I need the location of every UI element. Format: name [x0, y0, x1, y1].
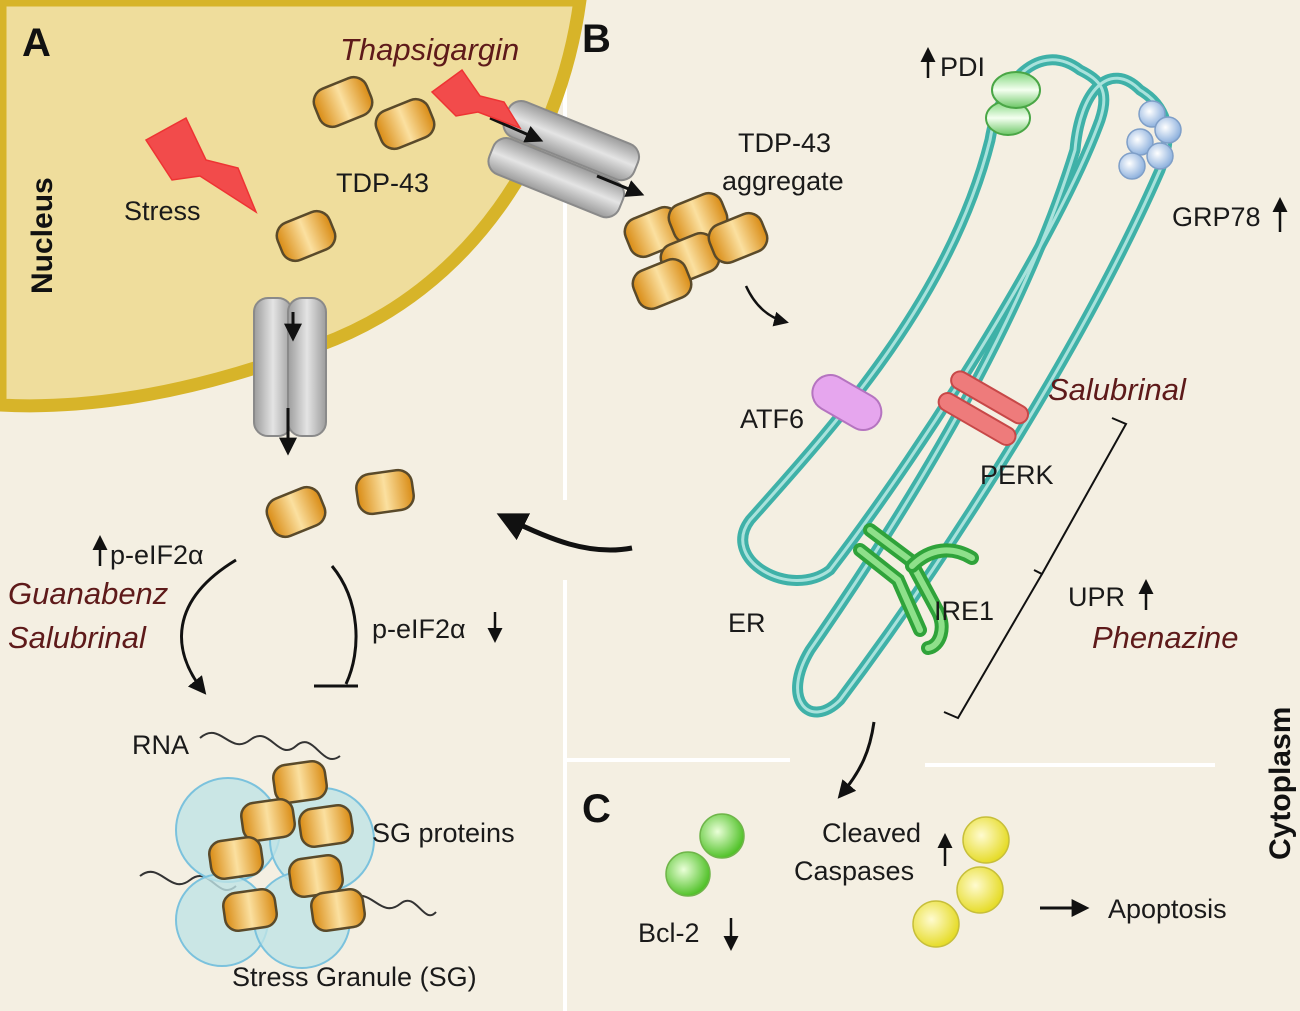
- apoptosis-label: Apoptosis: [1108, 894, 1227, 924]
- panel-label-c: C: [582, 787, 611, 831]
- stress-granule-label: Stress Granule (SG): [232, 962, 477, 992]
- rna-strand: [199, 731, 341, 760]
- panel-label-b: B: [582, 17, 611, 61]
- thapsigargin-bolt-icon: [430, 68, 522, 130]
- rna-strand: [349, 894, 437, 917]
- tdp43-proteins: [265, 75, 436, 539]
- er-to-caspases-arrow: [837, 721, 876, 799]
- grp78-protein-icon: [1118, 100, 1182, 180]
- tdp43-monomer: [374, 97, 436, 151]
- guanabenz-promote-arrow: [180, 558, 237, 695]
- perk-label: PERK: [980, 460, 1054, 490]
- ire1-label: IRE1: [934, 596, 994, 626]
- er-label: ER: [728, 608, 766, 638]
- nuclear-pore-vertical: [253, 297, 327, 456]
- pore-arrow-lower: [596, 174, 645, 197]
- stress-label: Stress: [124, 196, 201, 226]
- aggregate-to-er-arrow: [744, 285, 789, 327]
- panel-label-a: A: [22, 21, 51, 65]
- atf6-label: ATF6: [740, 404, 804, 434]
- stress-bolt-icon: [144, 116, 258, 214]
- er-to-cytoplasm-arrow: [496, 513, 633, 553]
- sg-proteins-label: SG proteins: [372, 818, 515, 848]
- salubrinal-a-label: Salubrinal: [8, 620, 147, 655]
- peif2a-down-label: p-eIF2α: [372, 614, 466, 644]
- tdp43-monomer: [312, 75, 374, 129]
- stress-granule: [139, 731, 437, 969]
- tdp43-aggregate-label-line1: TDP-43: [738, 128, 831, 158]
- er-membrane-inner: [741, 58, 1169, 714]
- upr-bracket: [943, 417, 1128, 720]
- tdp43-label: TDP-43: [336, 168, 429, 198]
- pore-arrow-upper: [489, 116, 544, 143]
- indicator-arrows: [92, 47, 1288, 951]
- rna-label: RNA: [132, 730, 189, 760]
- tdp43-monomer: [355, 468, 415, 516]
- thapsigargin-label: Thapsigargin: [340, 32, 519, 67]
- tdp43-aggregate: [623, 191, 769, 311]
- cytoplasm-label: Cytoplasm: [1264, 707, 1297, 860]
- tdp43-aggregate-label-line2: aggregate: [722, 166, 844, 196]
- nucleus-label: Nucleus: [26, 177, 59, 294]
- cleaved-label-line1: Cleaved: [822, 818, 921, 848]
- atf6-receptor-icon: [811, 374, 883, 431]
- guanabenz-label: Guanabenz: [8, 576, 169, 611]
- grp78-label: GRP78: [1172, 202, 1261, 232]
- phenazine-label: Phenazine: [1092, 620, 1239, 655]
- upr-label: UPR: [1068, 582, 1125, 612]
- pdi-label: PDI: [940, 52, 985, 82]
- pdi-protein-icon: [985, 71, 1041, 136]
- tdp43-monomer: [275, 209, 337, 263]
- cleaved-label-line2: Caspases: [794, 856, 914, 886]
- salubrinal-b-label: Salubrinal: [1048, 372, 1187, 407]
- ire1-receptor-icon: [853, 523, 979, 655]
- caspase-proteins: [912, 816, 1010, 948]
- bcl2-label: Bcl-2: [638, 918, 700, 948]
- peif2a-up-label: p-eIF2α: [110, 540, 204, 570]
- peif2a-inhibit-line: [330, 565, 358, 685]
- bcl2-proteins: [665, 813, 745, 897]
- perk-receptor-icon: [937, 370, 1030, 447]
- tdp43-monomer: [265, 485, 327, 539]
